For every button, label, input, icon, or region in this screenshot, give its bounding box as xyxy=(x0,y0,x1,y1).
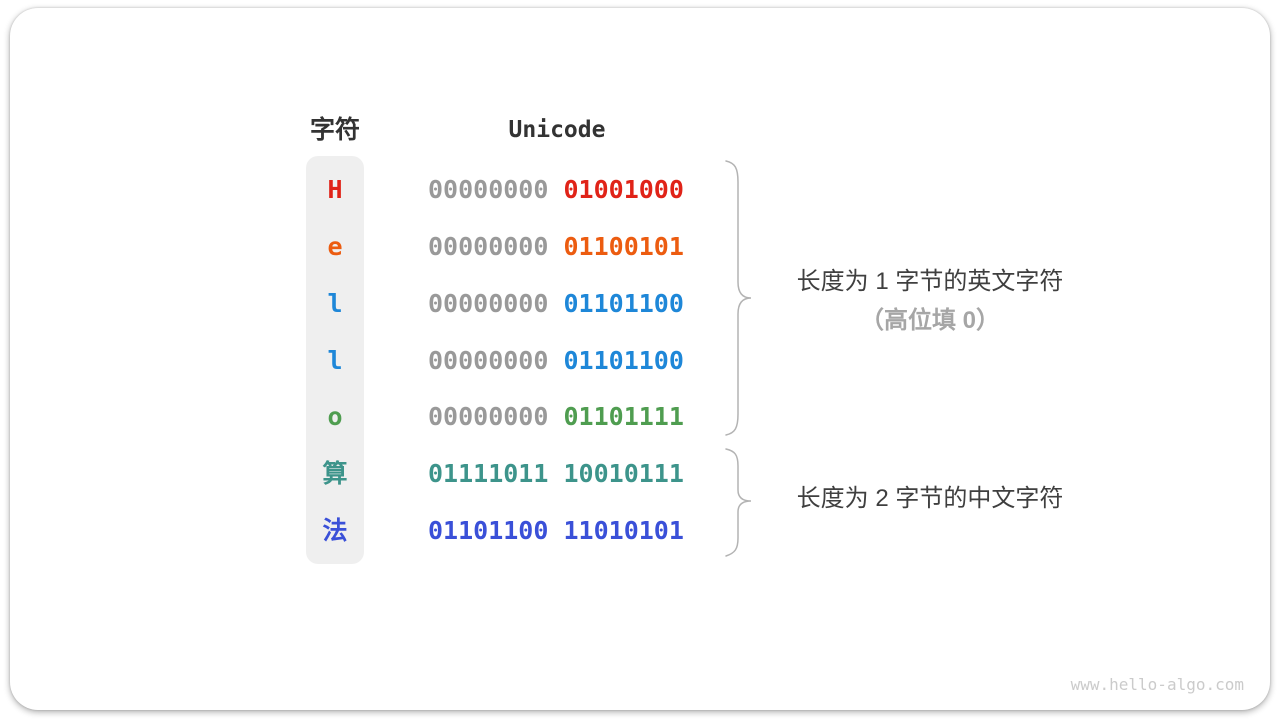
low-byte: 01001000 xyxy=(563,175,684,204)
column-header-character: 字符 xyxy=(309,116,360,144)
watermark-url: www.hello-algo.com xyxy=(1070,675,1244,694)
unicode-bits: 00000000 01100101 xyxy=(428,228,728,266)
table-row: l 00000000 01101100 xyxy=(10,342,1270,380)
curly-brace-icon-chinese-group xyxy=(725,448,752,557)
character-label: l xyxy=(327,345,343,375)
table-row: l 00000000 01101100 xyxy=(10,285,1270,323)
annotation-line: 长度为 1 字节的英文字符 xyxy=(796,268,1064,295)
table-row: e 00000000 01100101 xyxy=(10,228,1270,266)
character-label: H xyxy=(327,175,343,204)
annotation-english-chars: 长度为 1 字节的英文字符 （高位填 0） xyxy=(740,262,1120,340)
annotation-chinese-chars: 长度为 2 字节的中文字符 xyxy=(740,479,1120,518)
unicode-bits: 00000000 01101100 xyxy=(428,342,728,380)
curly-brace-path xyxy=(725,448,752,557)
diagram-card: 字符 Unicode H 00000000 01001000 e 00000000 0… xyxy=(10,8,1270,710)
low-byte: 01100101 xyxy=(563,231,684,261)
low-byte: 10010111 xyxy=(563,459,684,489)
unicode-bits: 00000000 01101100 xyxy=(428,285,728,323)
low-byte: 11010101 xyxy=(563,516,684,546)
high-byte: 00000000 xyxy=(428,345,549,375)
character-label: l xyxy=(327,288,343,318)
annotation-line: 长度为 2 字节的中文字符 xyxy=(796,485,1064,512)
annotation-line-muted: （高位填 0） xyxy=(859,307,1000,334)
low-byte: 01101100 xyxy=(563,345,684,375)
table-row: H 00000000 01001000 xyxy=(10,171,1270,209)
high-byte: 01101100 xyxy=(428,516,549,546)
curly-brace-icon-english-group xyxy=(725,160,752,436)
character-column-background xyxy=(306,156,364,564)
column-header-unicode: Unicode xyxy=(508,117,606,143)
high-byte: 00000000 xyxy=(428,175,549,204)
table-row: 法 01101100 11010101 xyxy=(10,512,1270,550)
character-label: 法 xyxy=(322,516,348,546)
table-row: o 00000000 01101111 xyxy=(10,398,1270,436)
unicode-bits: 01111011 10010111 xyxy=(428,455,728,493)
low-byte: 01101111 xyxy=(563,402,684,432)
character-label: 算 xyxy=(322,459,348,489)
table-row: 算 01111011 10010111 xyxy=(10,455,1270,493)
high-byte: 00000000 xyxy=(428,231,549,261)
unicode-bits: 00000000 01101111 xyxy=(428,398,728,436)
unicode-bits: 01101100 11010101 xyxy=(428,512,728,550)
character-label: e xyxy=(327,231,343,261)
curly-brace-path xyxy=(725,160,752,436)
high-byte: 00000000 xyxy=(428,288,549,318)
unicode-bits: 00000000 01001000 xyxy=(428,171,728,209)
low-byte: 01101100 xyxy=(563,288,684,318)
character-label: o xyxy=(327,402,343,432)
high-byte: 01111011 xyxy=(428,459,549,489)
high-byte: 00000000 xyxy=(428,402,549,432)
